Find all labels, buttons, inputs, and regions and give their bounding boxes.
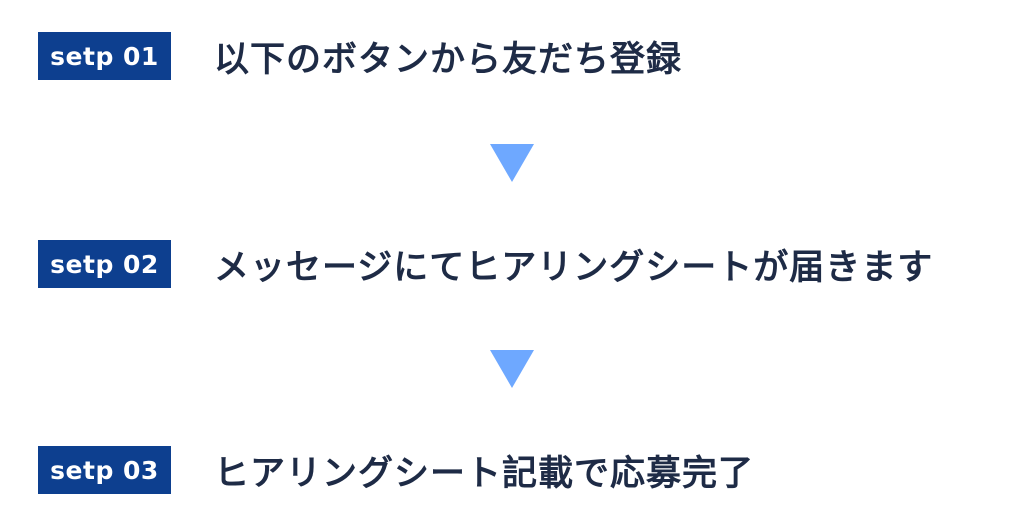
- step-1-text: 以下のボタンから友だち登録: [214, 39, 683, 80]
- triangle-down-icon: [490, 350, 534, 388]
- step-2-badge: setp 02: [38, 240, 171, 288]
- step-3-badge: setp 03: [38, 446, 171, 494]
- step-1: setp 01 以下のボタンから友だち登録: [38, 30, 998, 82]
- step-3-text: ヒアリングシート記載で応募完了: [214, 453, 755, 494]
- step-3: setp 03 ヒアリングシート記載で応募完了: [38, 444, 998, 496]
- step-2-text: メッセージにてヒアリングシートが届きます: [214, 247, 934, 288]
- step-2: setp 02 メッセージにてヒアリングシートが届きます: [38, 238, 998, 290]
- step-1-badge: setp 01: [38, 32, 171, 80]
- triangle-down-icon: [490, 144, 534, 182]
